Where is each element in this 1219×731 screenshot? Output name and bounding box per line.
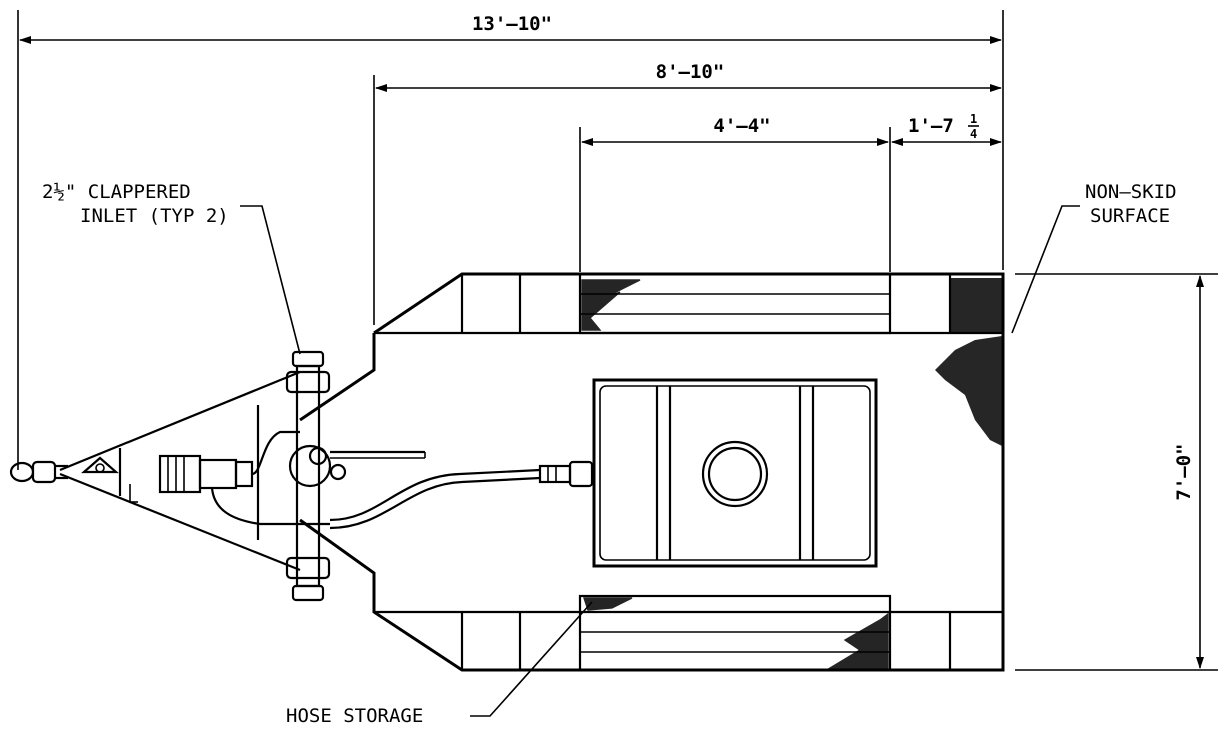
rear-fraction-denominator: 4 — [970, 127, 977, 141]
lower-side-compartments — [460, 612, 952, 670]
rear-section-length-label: 1'–7 — [908, 115, 954, 137]
water-tank — [592, 378, 878, 568]
pump-assembly — [158, 430, 330, 526]
non-skid-surface — [935, 278, 1002, 446]
callout-clappered-inlet: 2½" CLAPPERED INLET (TYP 2) — [42, 181, 301, 355]
discharge-hose — [329, 460, 594, 530]
upper-hose-storage — [578, 272, 892, 335]
upper-side-compartments — [460, 274, 952, 333]
hitch-coupler — [9, 456, 119, 484]
hose-storage-label: HOSE STORAGE — [286, 705, 423, 727]
callout-non-skid-surface: NON–SKID SURFACE — [1011, 181, 1177, 334]
nonskid-label-line1: NON–SKID — [1085, 181, 1177, 203]
dimension-overall-length: 13'–10" — [17, 10, 1004, 470]
inlet-label-line2: INLET (TYP 2) — [80, 205, 229, 227]
dimension-overall-width: 7'–0" — [1015, 273, 1218, 671]
overall-length-label: 13'–10" — [472, 13, 552, 35]
dimension-hose-storage-length: 4'–4" — [579, 115, 891, 272]
dimension-rear-section-length: 1'–7 1 4 — [891, 112, 1002, 146]
rear-fraction-numerator: 1 — [970, 112, 977, 126]
cross-manifold — [285, 350, 426, 602]
dimension-body-length: 8'–10" — [373, 61, 1002, 325]
hose-storage-length-label: 4'–4" — [713, 115, 770, 137]
nonskid-label-line2: SURFACE — [1090, 205, 1170, 227]
inlet-label-line1: 2½" CLAPPERED — [42, 181, 191, 203]
lower-hose-storage — [578, 594, 892, 672]
trailer-tongue — [59, 370, 301, 572]
overall-width-label: 7'–0" — [1173, 443, 1195, 500]
body-length-label: 8'–10" — [656, 61, 725, 83]
callout-hose-storage: HOSE STORAGE — [286, 601, 593, 727]
